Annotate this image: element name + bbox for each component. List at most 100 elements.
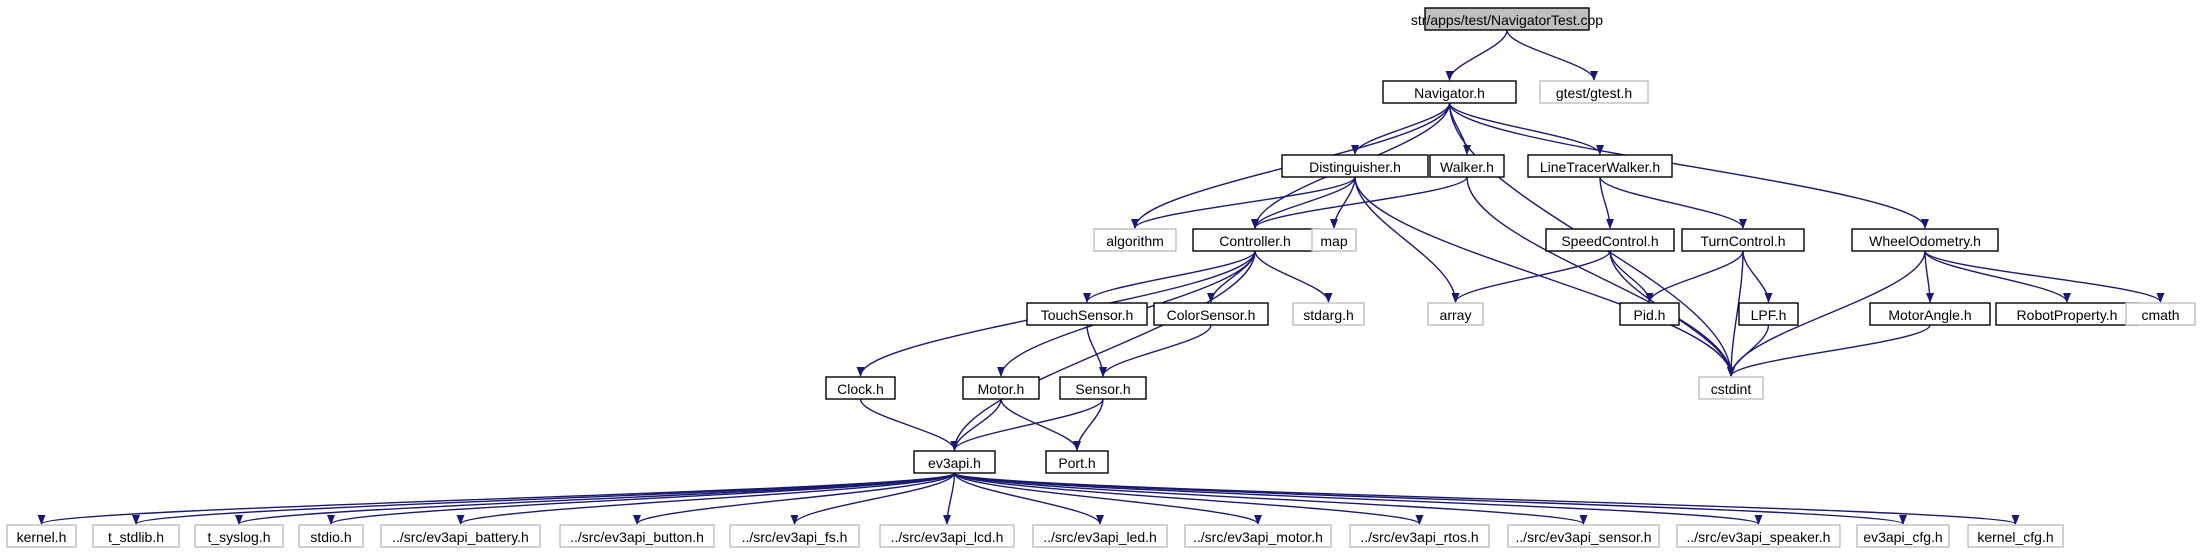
- node-label-kernel: kernel.h: [17, 529, 67, 545]
- node-ev3api_lcd: ../src/ev3api_lcd.h: [879, 524, 1015, 548]
- edge-navigatortest-to-gtest: [1506, 29, 1598, 81]
- node-label-stdarg: stdarg.h: [1303, 307, 1354, 323]
- edge-walker-to-controller: [1251, 176, 1468, 229]
- node-kernel: kernel.h: [6, 524, 77, 548]
- edge-motor-to-ev3api: [950, 398, 1002, 451]
- node-box-linetracerwalker: [1527, 154, 1673, 178]
- node-box-lpf: [1738, 302, 1799, 326]
- node-box-cstdint: [1698, 376, 1764, 400]
- edge-turncontrol-to-pid: [1645, 250, 1744, 303]
- node-navigator[interactable]: Navigator.h: [1382, 80, 1517, 104]
- node-label-ev3api_rtos: ../src/ev3api_rtos.h: [1360, 529, 1478, 545]
- edge-navigatortest-to-navigator: [1445, 29, 1508, 81]
- node-label-distinguisher: Distinguisher.h: [1309, 159, 1401, 175]
- node-box-algorithm: [1093, 228, 1177, 252]
- node-box-clock: [825, 376, 896, 400]
- node-box-walker: [1429, 154, 1505, 178]
- node-box-navigatortest: [1424, 7, 1590, 31]
- edge-motorangle-to-cstdint: [1727, 324, 1931, 377]
- node-label-ev3api_cfg: ev3api_cfg.h: [1863, 529, 1942, 545]
- edge-clock-to-ev3api: [859, 398, 959, 451]
- node-label-array: array: [1440, 307, 1472, 323]
- edge-ev3api-to-t_syslog: [235, 472, 956, 525]
- node-label-robotproperty: RobotProperty.h: [2017, 307, 2118, 323]
- edge-wheelodometry-to-motorangle: [1924, 250, 1934, 303]
- node-array: array: [1427, 302, 1484, 326]
- node-navigatortest[interactable]: str/apps/test/NavigatorTest.cpp: [1411, 7, 1603, 31]
- node-ev3api[interactable]: ev3api.h: [913, 450, 996, 474]
- node-sensor[interactable]: Sensor.h: [1059, 376, 1147, 400]
- node-box-sensor: [1059, 376, 1147, 400]
- edge-ev3api-to-stdio: [327, 472, 956, 525]
- edge-linetracerwalker-to-speedcontrol: [1599, 176, 1614, 229]
- node-colorsensor[interactable]: ColorSensor.h: [1153, 302, 1269, 326]
- node-label-algorithm: algorithm: [1106, 233, 1164, 249]
- edge-controller-to-colorsensor: [1207, 250, 1256, 303]
- node-label-ev3api_led: ../src/ev3api_led.h: [1043, 529, 1157, 545]
- node-label-speedcontrol: SpeedControl.h: [1561, 233, 1658, 249]
- node-ev3api_fs: ../src/ev3api_fs.h: [729, 524, 860, 548]
- edge-turncontrol-to-cstdint: [1727, 250, 1744, 377]
- node-stdarg: stdarg.h: [1292, 302, 1365, 326]
- node-box-ev3api_battery: [380, 524, 541, 548]
- node-box-colorsensor: [1153, 302, 1269, 326]
- node-kernel_cfg: kernel_cfg.h: [1967, 524, 2064, 548]
- node-label-motorangle: MotorAngle.h: [1888, 307, 1971, 323]
- node-label-ev3api_sensor: ../src/ev3api_sensor.h: [1515, 529, 1651, 545]
- node-label-ev3api_battery: ../src/ev3api_battery.h: [392, 529, 529, 545]
- node-label-controller: Controller.h: [1219, 233, 1291, 249]
- node-speedcontrol[interactable]: SpeedControl.h: [1545, 228, 1675, 252]
- edge-ev3api-to-ev3api_button: [633, 472, 956, 525]
- node-motor[interactable]: Motor.h: [962, 376, 1040, 400]
- edge-controller-to-stdarg: [1254, 250, 1333, 303]
- node-box-ev3api_lcd: [879, 524, 1015, 548]
- edge-distinguisher-to-cstdint: [1354, 176, 1735, 377]
- node-map: map: [1311, 228, 1357, 252]
- node-label-kernel_cfg: kernel_cfg.h: [1977, 529, 2053, 545]
- node-box-stdio: [298, 524, 364, 548]
- node-label-cmath: cmath: [2141, 307, 2179, 323]
- node-port[interactable]: Port.h: [1045, 450, 1109, 474]
- node-box-cmath: [2125, 302, 2196, 326]
- node-label-gtest: gtest/gtest.h: [1556, 85, 1632, 101]
- node-box-ev3api_rtos: [1349, 524, 1490, 548]
- node-cmath: cmath: [2125, 302, 2196, 326]
- edge-ev3api-to-ev3api_rtos: [953, 472, 1424, 525]
- edge-motor-to-port: [1000, 398, 1081, 451]
- node-label-turncontrol: TurnControl.h: [1700, 233, 1785, 249]
- node-label-clock: Clock.h: [837, 381, 884, 397]
- node-motorangle[interactable]: MotorAngle.h: [1869, 302, 1991, 326]
- node-distinguisher[interactable]: Distinguisher.h: [1281, 154, 1429, 178]
- edge-wheelodometry-to-cmath: [1924, 250, 2165, 303]
- node-box-speedcontrol: [1545, 228, 1675, 252]
- node-lpf[interactable]: LPF.h: [1738, 302, 1799, 326]
- node-box-t_stdlib: [92, 524, 180, 548]
- edge-navigator-to-linetracerwalker: [1448, 102, 1604, 155]
- node-clock[interactable]: Clock.h: [825, 376, 896, 400]
- node-ev3api_cfg: ev3api_cfg.h: [1856, 524, 1950, 548]
- node-label-t_stdlib: t_stdlib.h: [108, 529, 164, 545]
- node-ev3api_rtos: ../src/ev3api_rtos.h: [1349, 524, 1490, 548]
- node-ev3api_led: ../src/ev3api_led.h: [1032, 524, 1168, 548]
- node-box-stdarg: [1292, 302, 1365, 326]
- edge-sensor-to-ev3api: [950, 398, 1104, 451]
- node-touchsensor[interactable]: TouchSensor.h: [1026, 302, 1148, 326]
- node-walker[interactable]: Walker.h: [1429, 154, 1505, 178]
- node-label-navigatortest: str/apps/test/NavigatorTest.cpp: [1411, 12, 1603, 28]
- node-stdio: stdio.h: [298, 524, 364, 548]
- node-linetracerwalker[interactable]: LineTracerWalker.h: [1527, 154, 1673, 178]
- node-wheelodometry[interactable]: WheelOdometry.h: [1851, 228, 1999, 252]
- node-box-ev3api_button: [559, 524, 715, 548]
- node-robotproperty[interactable]: RobotProperty.h: [1995, 302, 2139, 326]
- node-pid[interactable]: Pid.h: [1619, 302, 1680, 326]
- node-box-pid: [1619, 302, 1680, 326]
- node-turncontrol[interactable]: TurnControl.h: [1681, 228, 1805, 252]
- node-label-ev3api: ev3api.h: [928, 455, 981, 471]
- node-box-navigator: [1382, 80, 1517, 104]
- node-label-motor: Motor.h: [978, 381, 1025, 397]
- node-controller[interactable]: Controller.h: [1192, 228, 1318, 252]
- node-label-port: Port.h: [1058, 455, 1095, 471]
- node-box-map: [1311, 228, 1357, 252]
- node-box-ev3api_cfg: [1856, 524, 1950, 548]
